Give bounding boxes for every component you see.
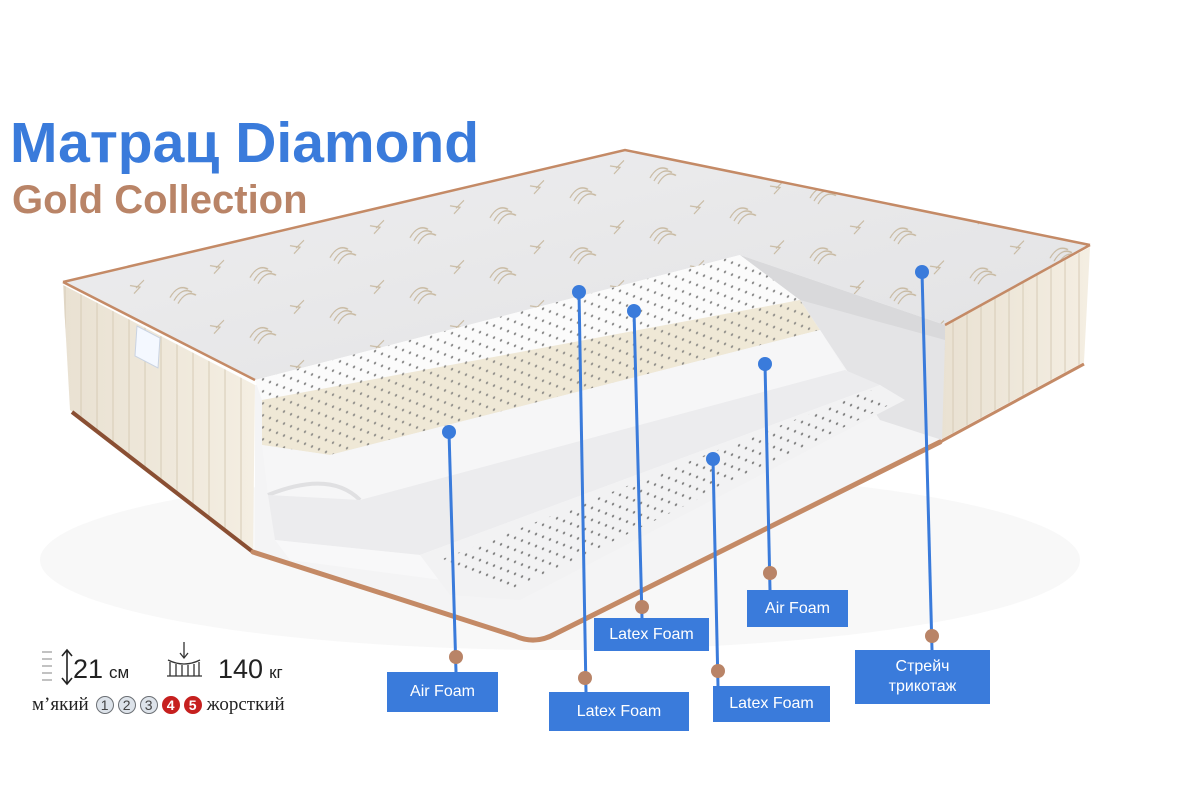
height-unit: см xyxy=(109,663,130,682)
layer-label-latex-foam-3: Latex Foam xyxy=(713,686,830,722)
weight-load-icon xyxy=(167,642,202,677)
firmness-hard-label: жорсткий xyxy=(206,694,285,715)
load-value: 140 xyxy=(218,654,264,684)
product-collection: Gold Collection xyxy=(12,178,308,222)
marker-dot xyxy=(758,357,772,371)
layer-label-air-foam-1: Air Foam xyxy=(387,672,498,712)
height-spec: 21 см xyxy=(73,654,129,685)
layer-label-air-foam-2: Air Foam xyxy=(747,590,848,627)
stretch-knit-line1: Стрейч xyxy=(895,658,950,675)
firmness-scale: м’який 1 2 3 4 5 жорсткий xyxy=(32,694,285,716)
load-spec: 140 кг xyxy=(218,654,283,685)
firmness-level-4: 4 xyxy=(161,696,180,714)
height-arrow-icon xyxy=(42,648,73,686)
firmness-level-1: 1 xyxy=(95,696,114,714)
product-title: Матрац Diamond xyxy=(10,111,480,175)
firmness-level-3: 3 xyxy=(139,696,158,714)
marker-dot xyxy=(627,304,641,318)
marker-dot xyxy=(442,425,456,439)
firmness-level-5: 5 xyxy=(183,696,202,714)
firmness-level-2: 2 xyxy=(117,696,136,714)
layer-label-latex-foam-1: Latex Foam xyxy=(549,692,689,731)
height-value: 21 xyxy=(73,654,104,684)
layer-label-latex-foam-2: Latex Foam xyxy=(594,618,709,651)
marker-dot xyxy=(915,265,929,279)
marker-dot xyxy=(572,285,586,299)
stretch-knit-line2: трикотаж xyxy=(888,678,957,695)
layer-label-stretch-knit: Стрейч трикотаж xyxy=(855,650,990,704)
firmness-soft-label: м’який xyxy=(32,694,89,715)
marker-dot xyxy=(706,452,720,466)
spec-panel: 21 см 140 кг м’який 1 2 3 4 5 жорсткий xyxy=(32,640,330,720)
load-unit: кг xyxy=(269,663,283,682)
